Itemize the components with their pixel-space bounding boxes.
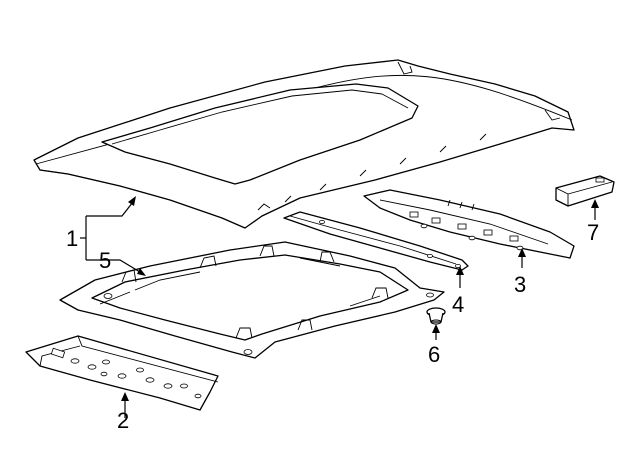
callout-1: 1	[66, 226, 78, 251]
callout-7: 7	[587, 220, 599, 245]
rear-header	[363, 189, 575, 259]
roof-panel	[33, 59, 575, 229]
callout-4: 4	[452, 292, 464, 317]
callout-6: 6	[428, 342, 440, 367]
roof-bow	[283, 211, 469, 271]
callout-5: 5	[99, 248, 111, 273]
front-header	[25, 335, 219, 411]
leader-lines	[80, 196, 599, 418]
bracket	[555, 175, 615, 207]
callout-3: 3	[514, 272, 526, 297]
callout-2: 2	[117, 408, 129, 433]
roof-frame	[59, 241, 445, 359]
plug	[426, 307, 446, 325]
